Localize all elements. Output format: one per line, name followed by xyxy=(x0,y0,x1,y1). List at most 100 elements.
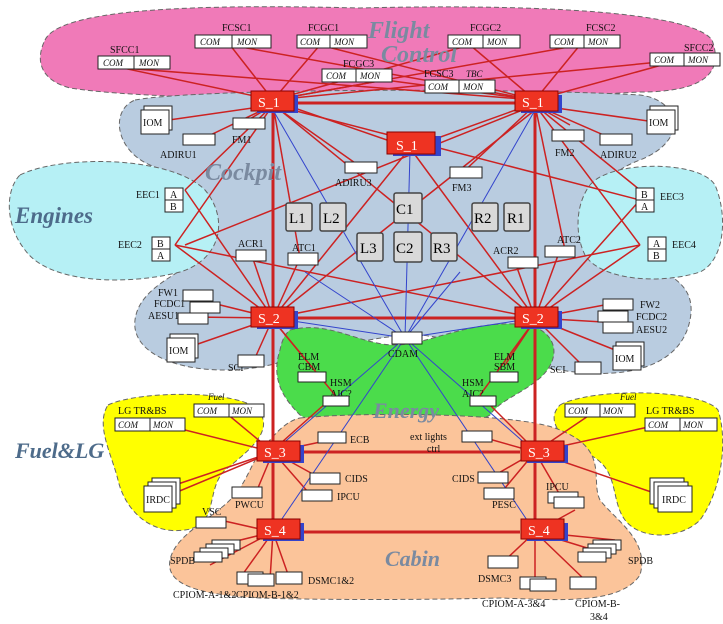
svg-text:A: A xyxy=(157,251,165,262)
flight-label: Flight xyxy=(367,18,431,44)
svg-text:S_2: S_2 xyxy=(522,312,544,327)
iom-right-lower: IOM xyxy=(612,341,645,371)
svg-text:3&4: 3&4 xyxy=(590,612,608,623)
cdam-unit: CDAM xyxy=(388,331,423,360)
svg-text:ADIRU1: ADIRU1 xyxy=(160,150,197,161)
svg-text:S_4: S_4 xyxy=(264,524,286,539)
svg-text:PESC: PESC xyxy=(492,500,516,511)
svg-text:CIDS: CIDS xyxy=(452,474,475,485)
adiru3-unit: ADIRU3 xyxy=(335,161,378,189)
fuel-lg-label: Fuel&LG xyxy=(14,438,104,463)
svg-text:C1: C1 xyxy=(396,202,414,218)
control-label: Control xyxy=(381,42,457,68)
svg-text:SBM: SBM xyxy=(494,362,515,373)
svg-text:B: B xyxy=(170,202,177,213)
atc2-unit: ATC2 xyxy=(544,235,581,258)
svg-text:COM: COM xyxy=(200,37,221,47)
switch-s2-right: S_2 xyxy=(514,306,562,329)
svg-text:A: A xyxy=(653,239,661,250)
svg-text:S_3: S_3 xyxy=(528,446,550,461)
svg-text:MON: MON xyxy=(587,37,609,47)
svg-text:LG TR&BS: LG TR&BS xyxy=(118,406,166,417)
display-r1: R1 xyxy=(503,202,531,232)
svg-text:COM: COM xyxy=(554,37,575,47)
svg-text:MON: MON xyxy=(152,420,174,430)
eec4-unit: A B EEC4 xyxy=(647,236,696,262)
svg-text:COM: COM xyxy=(568,406,589,416)
svg-text:B: B xyxy=(641,190,648,201)
svg-text:ADIRU3: ADIRU3 xyxy=(335,178,372,189)
flight-control-zone xyxy=(39,6,716,100)
fm2-unit: FM2 xyxy=(551,129,585,159)
sci-left: SCI xyxy=(228,354,265,374)
svg-text:COM: COM xyxy=(428,82,449,92)
svg-text:ECB: ECB xyxy=(350,435,370,446)
fcsc2-unit: FCSC2 COM MON xyxy=(549,23,621,49)
svg-text:COM: COM xyxy=(452,37,473,47)
cockpit-label: Cockpit xyxy=(205,160,282,186)
svg-text:DSMC3: DSMC3 xyxy=(478,574,511,585)
fcgc3-unit: FCGC3 COM MON xyxy=(321,59,393,83)
svg-text:EEC2: EEC2 xyxy=(118,240,142,251)
svg-text:MON: MON xyxy=(231,406,253,416)
svg-text:ATC1: ATC1 xyxy=(292,243,316,254)
sfcc1-unit: SFCC1 COM MON xyxy=(97,45,171,70)
svg-text:S_3: S_3 xyxy=(264,446,286,461)
eec1-unit: EEC1 A B xyxy=(136,187,184,213)
acr1-unit: ACR1 xyxy=(235,239,267,262)
iom-left-lower: IOM xyxy=(166,333,199,363)
switch-s3-right: S_3 xyxy=(520,440,568,463)
fcgc2-unit: FCGC2 COM MON xyxy=(447,23,521,49)
svg-text:ATC2: ATC2 xyxy=(557,235,581,246)
display-c2: C2 xyxy=(393,231,423,263)
svg-text:ELM: ELM xyxy=(298,352,319,363)
svg-text:FM1: FM1 xyxy=(232,135,251,146)
svg-text:C2: C2 xyxy=(396,241,414,257)
energy-right-units: ELM SBM HSM AIC? xyxy=(462,352,519,407)
aesu1-unit: AESU1 xyxy=(148,311,209,325)
svg-text:IOM: IOM xyxy=(615,354,635,365)
svg-text:SPDB: SPDB xyxy=(170,556,195,567)
svg-text:MON: MON xyxy=(687,55,709,65)
svg-text:COM: COM xyxy=(654,55,675,65)
eec3-unit: B A EEC3 xyxy=(635,187,684,213)
svg-text:FM2: FM2 xyxy=(555,148,574,159)
svg-text:IOM: IOM xyxy=(169,346,189,357)
svg-text:SFCC2: SFCC2 xyxy=(684,43,713,54)
svg-text:FCDC2: FCDC2 xyxy=(636,312,667,323)
iom-right: IOM xyxy=(646,105,679,135)
adiru1-unit: ADIRU1 xyxy=(160,133,216,161)
svg-text:IPCU: IPCU xyxy=(337,492,361,503)
sfcc2-unit: SFCC2 COM MON xyxy=(649,43,721,67)
engines-zone-right xyxy=(577,165,723,280)
svg-text:SFCC1: SFCC1 xyxy=(110,45,139,56)
svg-text:CPIOM-B-: CPIOM-B- xyxy=(575,599,620,610)
svg-text:A: A xyxy=(170,190,178,201)
eec2-unit: EEC2 B A xyxy=(118,236,171,262)
fcsc3-unit: FCSC3 TBC COM MON xyxy=(424,69,496,94)
svg-text:CPIOM-B-1&2: CPIOM-B-1&2 xyxy=(236,590,299,601)
svg-text:MON: MON xyxy=(486,37,508,47)
svg-text:FCGC2: FCGC2 xyxy=(470,23,501,34)
svg-text:B: B xyxy=(157,239,164,250)
energy-left-units: ELM CBM HSM AIC? xyxy=(297,352,352,407)
svg-text:B: B xyxy=(653,251,660,262)
energy-label: Energy xyxy=(372,398,439,423)
svg-text:MON: MON xyxy=(138,58,160,68)
display-l2: L2 xyxy=(319,202,347,232)
svg-text:COM: COM xyxy=(103,58,124,68)
fw1-unit: FW1 xyxy=(158,288,214,302)
fuel-right-units: Fuel LG TR&BS COM MON COM MON IRDC xyxy=(564,392,718,513)
svg-text:VSC: VSC xyxy=(202,507,222,518)
fcsc1-unit: FCSC1 COM MON xyxy=(194,23,272,49)
svg-text:COM: COM xyxy=(648,420,669,430)
switch-s1-right: S_1 xyxy=(514,90,562,113)
svg-text:IOM: IOM xyxy=(143,118,163,129)
svg-text:ACR2: ACR2 xyxy=(493,246,519,257)
switch-s4-right: S_4 xyxy=(520,518,568,541)
engines-label: Engines xyxy=(14,203,93,228)
svg-text:S_2: S_2 xyxy=(258,312,280,327)
switch-s3-left: S_3 xyxy=(256,440,304,463)
cabin-right-units: ext lights ctrl CIDS PESC IPCU SPDB DSMC… xyxy=(410,430,653,623)
